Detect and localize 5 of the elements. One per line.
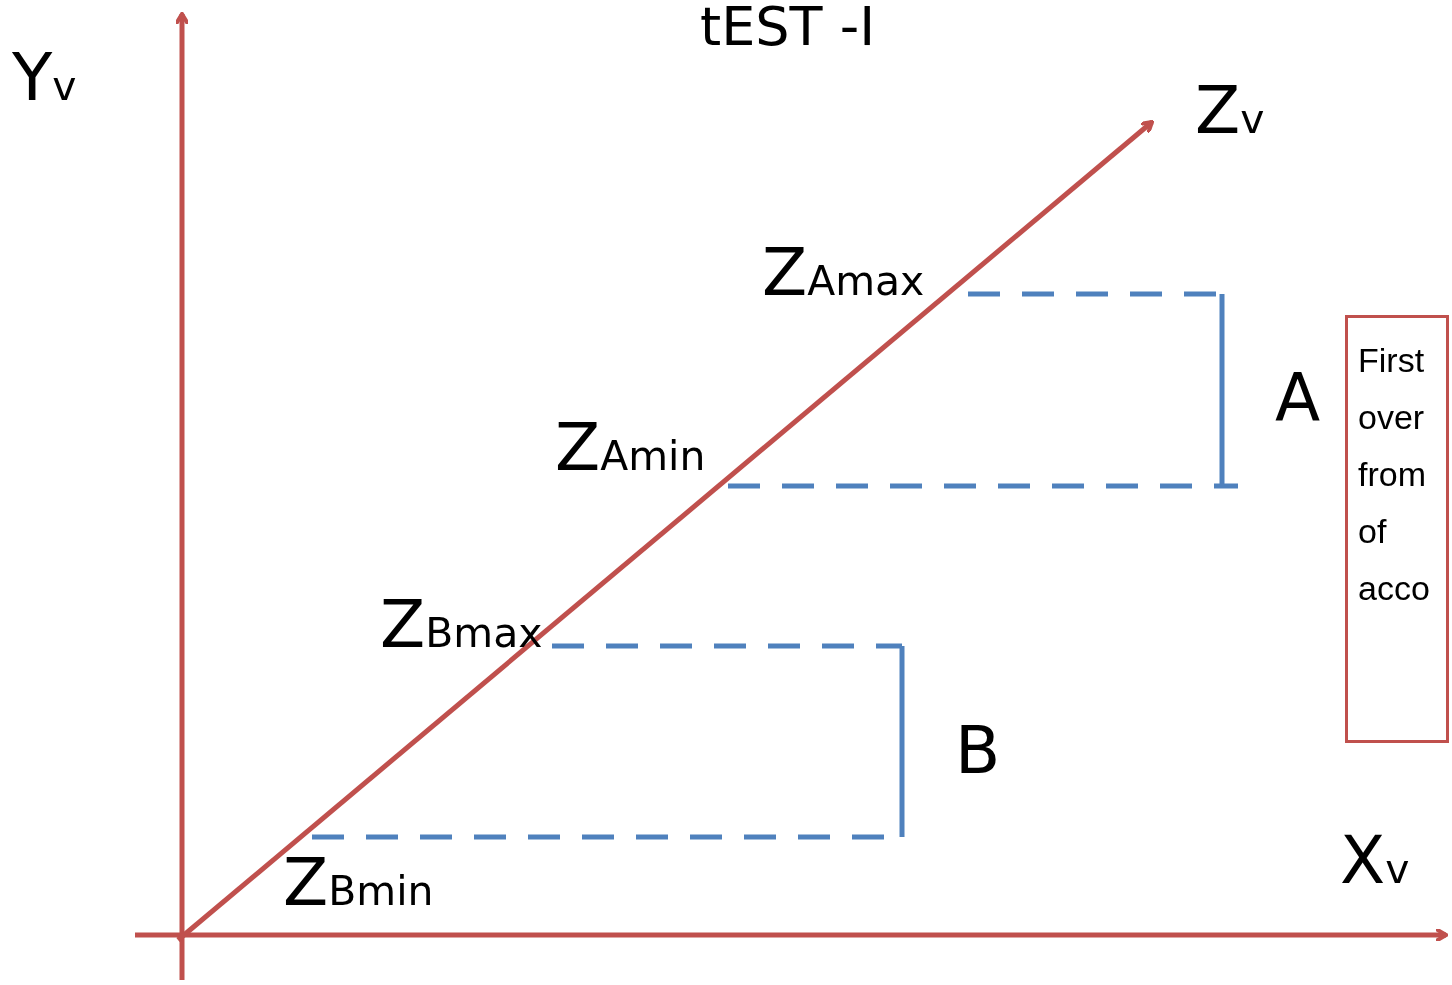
note-box <box>1345 315 1449 743</box>
range-label: B <box>955 718 1001 784</box>
note-text: First over from of acco <box>1357 340 1431 609</box>
range-label: A <box>1275 365 1321 431</box>
title: tEST -I <box>700 0 876 54</box>
